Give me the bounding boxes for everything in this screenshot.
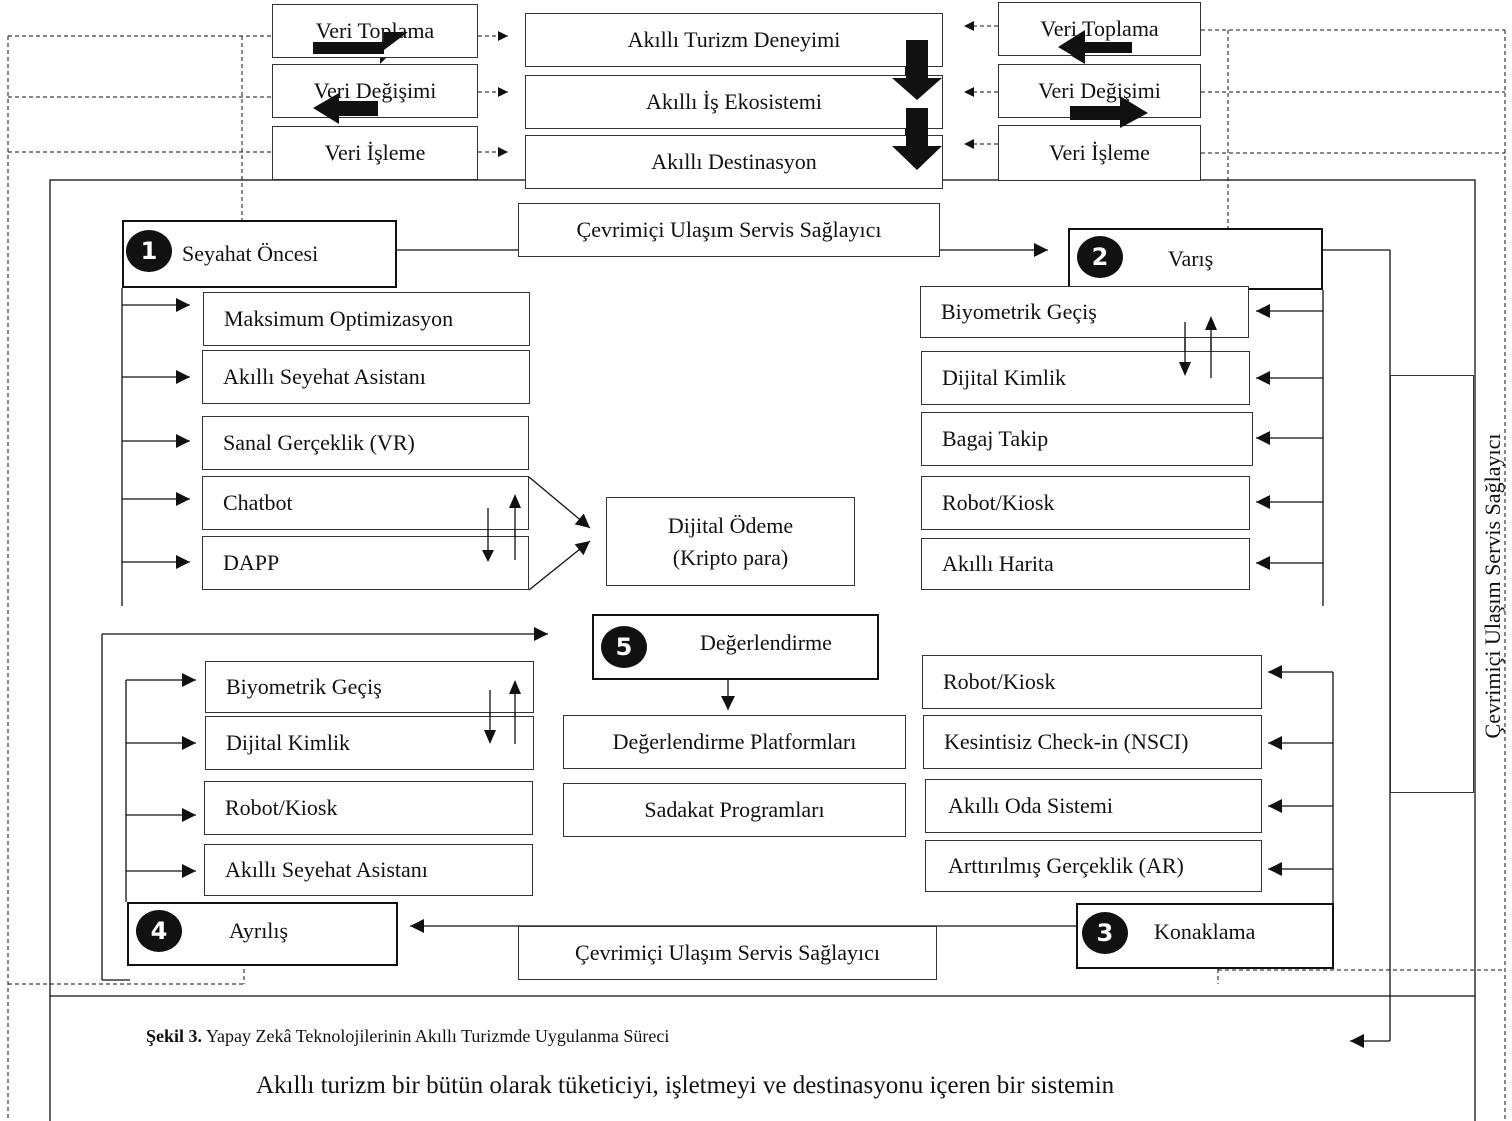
arrival-item: Biyometrik Geçiş <box>920 286 1249 338</box>
pre-travel-item-label: Sanal Gerçeklik (VR) <box>223 430 415 455</box>
data-collection-right: Veri Toplama <box>998 2 1201 56</box>
pre-travel-item: Maksimum Optimizasyon <box>203 292 530 346</box>
pre-travel-item: DAPP <box>202 536 529 590</box>
arrival-item: Bagaj Takip <box>921 412 1253 466</box>
online-transport-provider-top: Çevrimiçi Ulaşım Servis Sağlayıcı <box>518 203 940 257</box>
pre-travel-item: Akıllı Seyehat Asistanı <box>202 350 530 404</box>
smart-business-ecosystem: Akıllı İş Ekosistemi <box>525 75 943 129</box>
stage-accommodation: Konaklama <box>1076 903 1334 969</box>
figure-caption: Şekil 3. Yapay Zekâ Teknolojilerinin Akı… <box>146 1026 669 1047</box>
arrival-item-label: Biyometrik Geçiş <box>941 299 1097 324</box>
departure-item-label: Robot/Kiosk <box>225 795 338 820</box>
stage-1-badge: 1 <box>126 230 172 272</box>
accommodation-item-label: Akıllı Oda Sistemi <box>948 793 1113 818</box>
arrival-item-label: Dijital Kimlik <box>942 365 1067 390</box>
smart-tourism-experience-label: Akıllı Turizm Deneyimi <box>627 27 841 52</box>
pre-travel-item-label: Akıllı Seyehat Asistanı <box>223 364 426 389</box>
departure-item-label: Akıllı Seyehat Asistanı <box>225 857 428 882</box>
evaluation-item-label: Değerlendirme Platformları <box>612 729 857 754</box>
arrival-item: Akıllı Harita <box>921 538 1250 590</box>
arrival-item-label: Robot/Kiosk <box>942 490 1055 515</box>
online-transport-provider-bottom-label: Çevrimiçi Ulaşım Servis Sağlayıcı <box>575 940 880 965</box>
accommodation-item: Arttırılmış Gerçeklik (AR) <box>925 840 1262 892</box>
data-exchange-right-label: Veri Değişimi <box>1038 78 1161 103</box>
data-collection-left: Veri Toplama <box>272 4 478 58</box>
smart-destination-label: Akıllı Destinasyon <box>651 149 817 174</box>
departure-item: Biyometrik Geçiş <box>205 661 534 713</box>
departure-item: Akıllı Seyehat Asistanı <box>204 844 533 896</box>
stage-arrival-label: Varış <box>1168 246 1214 271</box>
data-collection-left-label: Veri Toplama <box>315 18 435 43</box>
evaluation-item: Sadakat Programları <box>563 783 906 837</box>
figure-caption-text: Yapay Zekâ Teknolojilerinin Akıllı Turiz… <box>202 1026 670 1046</box>
online-transport-provider-bottom: Çevrimiçi Ulaşım Servis Sağlayıcı <box>518 926 937 980</box>
stage-2-badge: 2 <box>1077 236 1123 278</box>
digital-payment: Dijital Ödeme (Kripto para) <box>606 497 855 586</box>
arrival-item: Dijital Kimlik <box>921 351 1250 405</box>
data-processing-left: Veri İşleme <box>272 126 478 180</box>
stage-evaluation-label: Değerlendirme <box>700 630 832 655</box>
smart-tourism-experience: Akıllı Turizm Deneyimi <box>525 13 943 67</box>
evaluation-item-label: Sadakat Programları <box>644 797 825 822</box>
stage-departure-label: Ayrılış <box>229 918 289 943</box>
figure-caption-number: Şekil 3. <box>146 1026 203 1046</box>
stage-pre-travel: Seyahat Öncesi <box>122 220 397 288</box>
pre-travel-item: Chatbot <box>202 476 529 530</box>
accommodation-item: Akıllı Oda Sistemi <box>925 779 1262 833</box>
evaluation-item: Değerlendirme Platformları <box>563 715 906 769</box>
departure-item-label: Biyometrik Geçiş <box>226 674 382 699</box>
online-transport-provider-right-label: Çevrimiçi Ulaşım Servis Sağlayıcı <box>1480 433 1505 739</box>
data-processing-right-label: Veri İşleme <box>1049 140 1150 165</box>
data-collection-right-label: Veri Toplama <box>1040 16 1159 41</box>
data-exchange-right: Veri Değişimi <box>998 64 1201 118</box>
data-processing-left-label: Veri İşleme <box>324 140 426 165</box>
stage-4-badge: 4 <box>136 910 182 952</box>
stage-accommodation-label: Konaklama <box>1154 919 1256 944</box>
pre-travel-item-label: Chatbot <box>223 490 293 515</box>
body-paragraph: Akıllı turizm bir bütün olarak tüketiciy… <box>256 1072 1115 1099</box>
departure-item: Dijital Kimlik <box>205 716 534 770</box>
stage-3-number: 3 <box>1096 919 1114 947</box>
data-processing-right: Veri İşleme <box>998 125 1201 181</box>
pre-travel-item: Sanal Gerçeklik (VR) <box>202 416 529 470</box>
stage-5-number: 5 <box>615 633 633 661</box>
accommodation-item: Kesintisiz Check-in (NSCI) <box>923 715 1262 769</box>
exchange-arrows <box>482 494 521 562</box>
pre-travel-item-label: DAPP <box>223 550 280 575</box>
exchange-arrows <box>1179 316 1217 378</box>
departure-item: Robot/Kiosk <box>204 781 533 835</box>
exchange-arrows <box>484 680 521 744</box>
online-transport-provider-right <box>1390 375 1474 793</box>
smart-destination: Akıllı Destinasyon <box>525 135 943 189</box>
stage-2-number: 2 <box>1091 243 1109 271</box>
stage-5-badge: 5 <box>601 626 647 668</box>
stage-4-number: 4 <box>150 917 168 945</box>
pre-travel-item-label: Maksimum Optimizasyon <box>224 306 454 331</box>
data-exchange-left-label: Veri Değişimi <box>313 78 437 103</box>
smart-business-ecosystem-label: Akıllı İş Ekosistemi <box>646 89 822 114</box>
stage-pre-travel-label: Seyahat Öncesi <box>182 241 319 266</box>
arrival-item-label: Akıllı Harita <box>942 551 1054 576</box>
accommodation-item: Robot/Kiosk <box>922 655 1262 709</box>
stage-1-number: 1 <box>140 237 158 265</box>
accommodation-item-label: Arttırılmış Gerçeklik (AR) <box>948 853 1184 878</box>
departure-item-label: Dijital Kimlik <box>226 730 351 755</box>
online-transport-provider-top-label: Çevrimiçi Ulaşım Servis Sağlayıcı <box>576 217 882 242</box>
accommodation-item-label: Kesintisiz Check-in (NSCI) <box>944 729 1189 754</box>
data-exchange-left: Veri Değişimi <box>272 64 478 118</box>
digital-payment-label: Dijital Ödeme <box>667 512 794 538</box>
digital-payment-sublabel: (Kripto para) <box>672 544 789 570</box>
accommodation-item-label: Robot/Kiosk <box>943 669 1056 694</box>
arrival-item-label: Bagaj Takip <box>942 426 1049 451</box>
stage-3-badge: 3 <box>1082 912 1128 954</box>
arrival-item: Robot/Kiosk <box>921 476 1250 530</box>
